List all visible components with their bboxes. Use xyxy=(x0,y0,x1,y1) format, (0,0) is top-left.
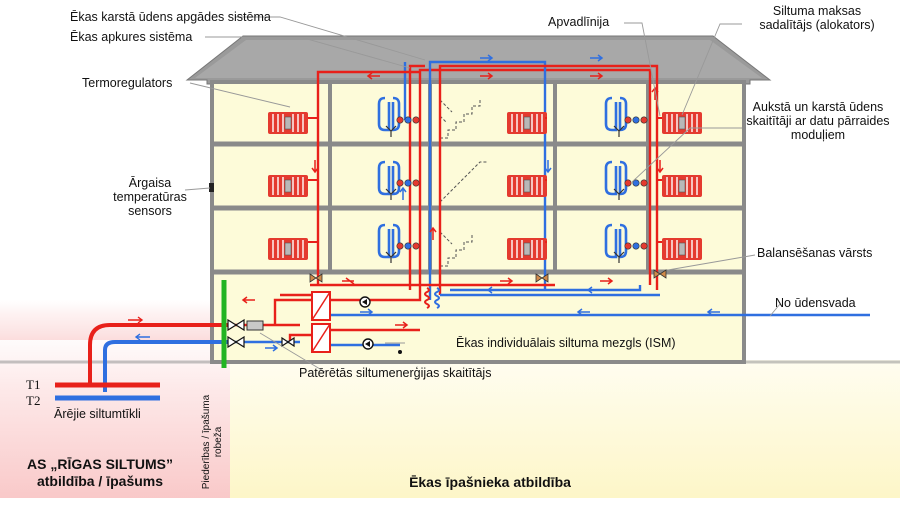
label-rigas-siltums: AS „RĪGAS SILTUMS” atbildība / īpašums xyxy=(0,456,200,490)
stairwell xyxy=(439,98,488,267)
heat-exchanger-lower xyxy=(311,323,331,353)
owner-zone xyxy=(230,360,900,498)
substation-pipes xyxy=(232,60,870,347)
label-external-network: Ārējie siltumtīkli xyxy=(54,407,141,421)
label-water-supply: No ūdensvada xyxy=(775,296,856,310)
coil-connectors xyxy=(424,287,440,309)
label-meters-line2: skaitītāji ar datu pārraides xyxy=(746,114,890,128)
label-ownership-boundary: Piederības / īpašuma robeža xyxy=(201,377,225,507)
label-boundary-line2: robeža xyxy=(213,426,224,458)
outdoor-temperature-sensor xyxy=(209,183,214,192)
label-balancing-valve: Balansēšanas vārsts xyxy=(757,246,873,260)
heat-meter-device xyxy=(246,320,264,331)
label-rigas-line1: AS „RĪGAS SILTUMS” xyxy=(27,456,173,472)
label-meters-line3: moduļiem xyxy=(790,128,846,142)
label-outdoor-sensor-line3: sensors xyxy=(128,204,172,218)
label-outdoor-sensor: Ārgaisa temperatūras sensors xyxy=(110,176,190,218)
label-hot-water-system: Ēkas karstā ūdens apgādes sistēma xyxy=(70,10,271,24)
label-allocator-line2: sadalītājs (alokators) xyxy=(759,18,875,32)
external-network-pipes xyxy=(55,316,232,401)
label-allocator: Siltuma maksas sadalītājs (alokators) xyxy=(742,4,892,32)
label-t1: T1 xyxy=(26,377,41,392)
label-meters-line1: Aukstā un karstā ūdens xyxy=(752,100,884,114)
label-boundary-line1: Piederības / īpašuma xyxy=(201,394,212,490)
label-heat-meter: Patērētās siltumenerģijas skaitītājs xyxy=(299,366,492,380)
label-allocator-line1: Siltuma maksas xyxy=(772,4,862,18)
radiator-risers xyxy=(308,117,662,243)
label-heating-system: Ēkas apkures sistēma xyxy=(70,30,193,44)
entrance-valves xyxy=(227,318,295,349)
label-outdoor-sensor-line2: temperatūras xyxy=(113,190,187,204)
circulation-pumps xyxy=(359,296,374,350)
label-circulation: Apvadlīnija xyxy=(548,15,610,29)
heat-exchanger-upper xyxy=(311,291,331,321)
label-owner-responsibility: Ēkas īpašnieka atbildība xyxy=(409,474,571,490)
label-t2: T2 xyxy=(26,393,41,408)
label-ism: Ēkas individuālais siltuma mezgls (ISM) xyxy=(456,336,676,350)
flow-arrows xyxy=(241,54,720,352)
label-meters: Aukstā un karstā ūdens skaitītāji ar dat… xyxy=(738,100,898,142)
rigas-siltums-zone xyxy=(0,330,230,498)
balancing-valves xyxy=(309,269,667,283)
label-rigas-line2: atbildība / īpašums xyxy=(36,473,164,489)
label-outdoor-sensor-line1: Ārgaisa xyxy=(128,176,172,190)
callout-leaders xyxy=(184,16,781,373)
label-thermoregulator: Termoregulators xyxy=(82,76,173,90)
